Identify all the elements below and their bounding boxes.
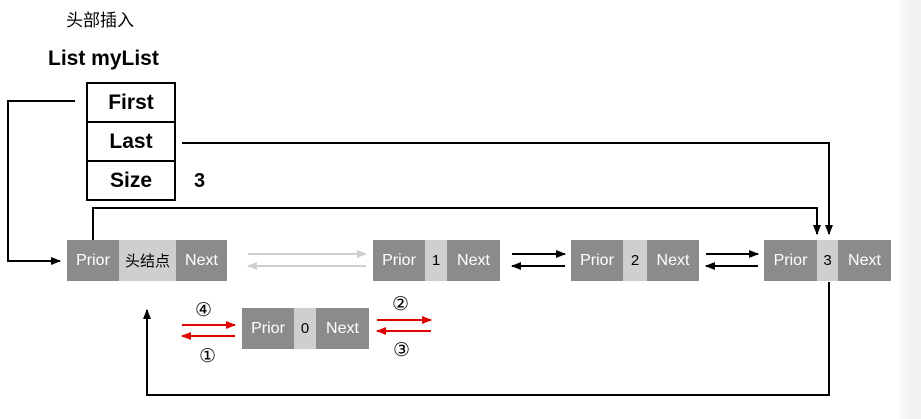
first-field: First <box>86 82 176 123</box>
scrollbar-track <box>898 0 921 419</box>
node-value: 2 <box>623 240 647 281</box>
node-value: 1 <box>425 240 447 281</box>
node-next: Next <box>838 240 891 281</box>
header-prior-arrow <box>92 207 821 240</box>
new-node-0: Prior 0 Next <box>242 308 369 349</box>
page-title: 头部插入 <box>66 11 134 31</box>
node-prior: Prior <box>764 240 817 281</box>
node-prior: Prior <box>571 240 623 281</box>
tail-next-arrow <box>143 282 830 396</box>
node-value: 3 <box>817 240 838 281</box>
node-value: 头结点 <box>119 240 176 281</box>
step-2-label: ② <box>392 293 410 315</box>
header-node: Prior 头结点 Next <box>67 240 227 281</box>
size-value: 3 <box>194 170 206 192</box>
node-prior: Prior <box>373 240 425 281</box>
list-node-1: Prior 1 Next <box>373 240 500 281</box>
node-next: Next <box>316 308 369 349</box>
step-4-label: ④ <box>195 299 213 321</box>
node-next: Next <box>647 240 699 281</box>
step-3-label: ③ <box>393 339 411 361</box>
step-1-label: ① <box>199 345 217 367</box>
node-next: Next <box>176 240 227 281</box>
list-node-2: Prior 2 Next <box>571 240 699 281</box>
node-prior: Prior <box>67 240 119 281</box>
node-prior: Prior <box>242 308 294 349</box>
list-node-3: Prior 3 Next <box>764 240 891 281</box>
node-next: Next <box>447 240 500 281</box>
first-pointer-arrow <box>7 100 75 265</box>
size-field: Size <box>86 160 176 201</box>
node-value: 0 <box>294 308 316 349</box>
last-field: Last <box>86 121 176 162</box>
list-name: List myList <box>48 47 159 70</box>
last-pointer-arrow <box>182 142 833 235</box>
